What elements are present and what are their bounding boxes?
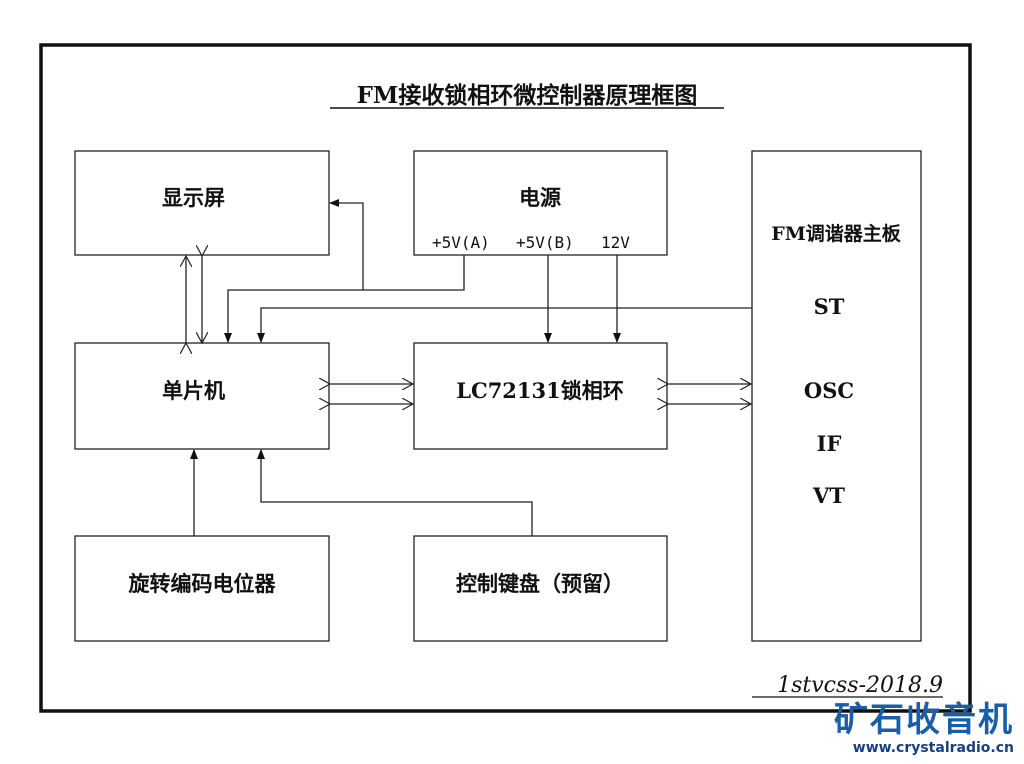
svg-text:VT: VT bbox=[812, 483, 845, 508]
mcu-block: 单片机 bbox=[74, 342, 330, 450]
power-5va-line bbox=[224, 255, 465, 343]
power-block: 电源 +5V(A) +5V(B) 12V bbox=[413, 150, 668, 256]
display-block: 显示屏 bbox=[74, 150, 330, 256]
st-line bbox=[257, 307, 752, 343]
label-12v: 12V bbox=[601, 233, 630, 252]
svg-text:电源: 电源 bbox=[519, 185, 561, 210]
fm-board-block: FM调谐器主板 ST OSC IF VT bbox=[751, 150, 922, 642]
svg-text:显示屏: 显示屏 bbox=[162, 185, 225, 210]
svg-text:OSC: OSC bbox=[804, 378, 854, 403]
svg-text:LC72131锁相环: LC72131锁相环 bbox=[456, 378, 624, 403]
outer-frame bbox=[39, 43, 972, 713]
diagram-title: FM接收锁相环微控制器原理框图 bbox=[357, 82, 698, 109]
power-display-line bbox=[329, 199, 364, 290]
svg-text:单片机: 单片机 bbox=[162, 378, 225, 403]
svg-text:旋转编码电位器: 旋转编码电位器 bbox=[128, 571, 277, 596]
label-5va: +5V(A) bbox=[432, 233, 490, 252]
svg-text:控制键盘（预留）: 控制键盘（预留） bbox=[456, 571, 624, 596]
svg-text:ST: ST bbox=[814, 294, 845, 319]
keyboard-line bbox=[257, 449, 533, 536]
watermark: 矿石收音机 www.crystalradio.cn bbox=[834, 700, 1014, 756]
watermark-name: 矿石收音机 bbox=[834, 700, 1014, 740]
connections bbox=[186, 199, 752, 536]
watermark-url: www.crystalradio.cn bbox=[852, 740, 1014, 756]
svg-text:FM调谐器主板: FM调谐器主板 bbox=[771, 222, 902, 245]
label-5vb: +5V(B) bbox=[516, 233, 574, 252]
encoder-block: 旋转编码电位器 bbox=[74, 535, 330, 642]
keyboard-block: 控制键盘（预留） bbox=[413, 535, 668, 642]
pll-block: LC72131锁相环 bbox=[413, 342, 668, 450]
svg-text:IF: IF bbox=[817, 431, 842, 456]
signature: 1stvcss-2018.9 bbox=[777, 673, 943, 698]
